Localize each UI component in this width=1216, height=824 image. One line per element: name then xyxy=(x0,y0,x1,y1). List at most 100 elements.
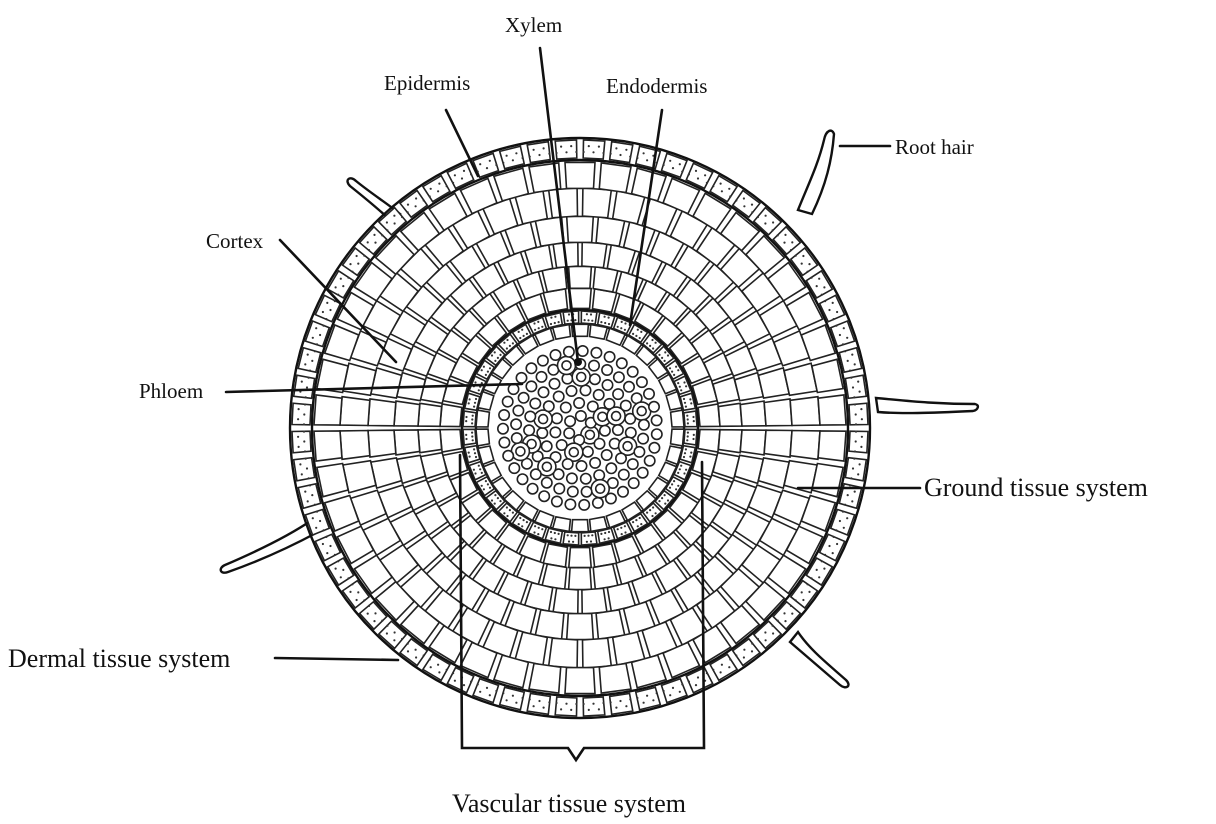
epidermis-cell xyxy=(845,458,866,481)
stele-cell xyxy=(649,402,659,412)
stele-cell xyxy=(645,456,655,466)
cell-stipple xyxy=(474,402,476,404)
cell-stipple xyxy=(646,511,648,513)
cell-stipple xyxy=(509,509,511,511)
cell-stipple xyxy=(363,255,365,257)
cell-stipple xyxy=(554,532,556,534)
stele-cell xyxy=(594,470,604,480)
cortex-cell xyxy=(567,216,594,242)
xylem-lumen xyxy=(637,407,646,416)
stele-cell xyxy=(518,393,528,403)
cell-stipple xyxy=(340,576,342,578)
pericycle-cell xyxy=(590,517,608,532)
cell-stipple xyxy=(823,286,825,288)
endodermis-cell xyxy=(581,532,597,545)
cell-stipple xyxy=(836,543,838,545)
cortex-cell xyxy=(740,401,766,426)
stele-cell xyxy=(544,401,554,411)
cell-stipple xyxy=(689,398,691,400)
cell-stipple xyxy=(430,666,432,668)
label-xylem: Xylem xyxy=(505,13,562,37)
cell-stipple xyxy=(624,525,626,527)
cell-stipple xyxy=(617,326,619,328)
cell-stipple xyxy=(590,540,592,542)
cell-stipple xyxy=(706,182,708,184)
cell-stipple xyxy=(823,568,825,570)
cell-stipple xyxy=(790,605,792,607)
cell-stipple xyxy=(751,211,753,213)
cortex-cell xyxy=(596,217,625,246)
cell-stipple xyxy=(586,313,588,315)
cell-stipple xyxy=(591,320,593,322)
cell-stipple xyxy=(681,171,683,173)
cell-stipple xyxy=(679,386,681,388)
cell-stipple xyxy=(658,354,660,356)
cell-stipple xyxy=(407,204,409,206)
cell-stipple xyxy=(558,533,560,535)
cell-stipple xyxy=(671,371,673,373)
cell-stipple xyxy=(669,487,671,489)
cell-stipple xyxy=(534,329,536,331)
cell-stipple xyxy=(643,152,645,154)
cell-stipple xyxy=(316,511,318,513)
cortex-cell xyxy=(599,664,631,694)
cell-stipple xyxy=(567,320,569,322)
cell-stipple xyxy=(636,697,638,699)
cell-stipple xyxy=(818,576,820,578)
cell-stipple xyxy=(664,351,666,353)
cell-stipple xyxy=(512,342,514,344)
cortex-cell xyxy=(418,403,442,426)
pericycle-cell xyxy=(553,325,571,340)
cell-stipple xyxy=(679,163,681,165)
cell-stipple xyxy=(843,527,845,529)
cell-stipple xyxy=(855,413,857,415)
stele-cell xyxy=(561,402,571,412)
cell-stipple xyxy=(656,692,658,694)
cell-stipple xyxy=(503,342,505,344)
cell-stipple xyxy=(808,263,810,265)
cell-stipple xyxy=(479,163,481,165)
cell-stipple xyxy=(308,477,310,479)
cell-stipple xyxy=(533,149,535,151)
pericycle-cell xyxy=(553,517,571,532)
cell-stipple xyxy=(568,540,570,542)
stele-cell xyxy=(602,365,612,375)
cell-stipple xyxy=(604,316,606,318)
cell-stipple xyxy=(743,197,745,199)
stele-cell xyxy=(549,379,559,389)
stele-cell xyxy=(568,486,578,496)
pericycle-cell xyxy=(590,325,608,340)
tissue-rings xyxy=(290,138,870,718)
cortex-cell xyxy=(567,614,594,640)
cell-stipple xyxy=(307,354,309,356)
cell-stipple xyxy=(554,538,556,540)
cell-stipple xyxy=(314,350,316,352)
cell-stipple xyxy=(621,533,623,535)
pericycle-cell xyxy=(476,429,489,446)
cell-stipple xyxy=(602,152,604,154)
stele-cell xyxy=(602,380,612,390)
cell-stipple xyxy=(683,472,685,474)
cell-stipple xyxy=(303,423,305,425)
cell-stipple xyxy=(646,159,648,161)
cell-stipple xyxy=(664,503,666,505)
stele-cell xyxy=(531,469,541,479)
cell-stipple xyxy=(415,656,417,658)
cell-stipple xyxy=(515,702,517,704)
cell-stipple xyxy=(465,434,467,436)
cortex-cells xyxy=(314,162,846,693)
cell-stipple xyxy=(529,156,531,158)
cell-stipple xyxy=(329,309,331,311)
cell-stipple xyxy=(629,698,631,700)
cell-stipple xyxy=(307,500,309,502)
cell-stipple xyxy=(686,439,688,441)
cell-stipple xyxy=(323,325,325,327)
cell-stipple xyxy=(690,402,692,404)
stele-cell xyxy=(498,424,508,434)
stele-cell xyxy=(511,419,521,429)
cell-stipple xyxy=(686,415,688,417)
cell-stipple xyxy=(729,195,731,197)
xylem-lumen xyxy=(623,442,632,451)
cell-stipple xyxy=(526,333,528,335)
